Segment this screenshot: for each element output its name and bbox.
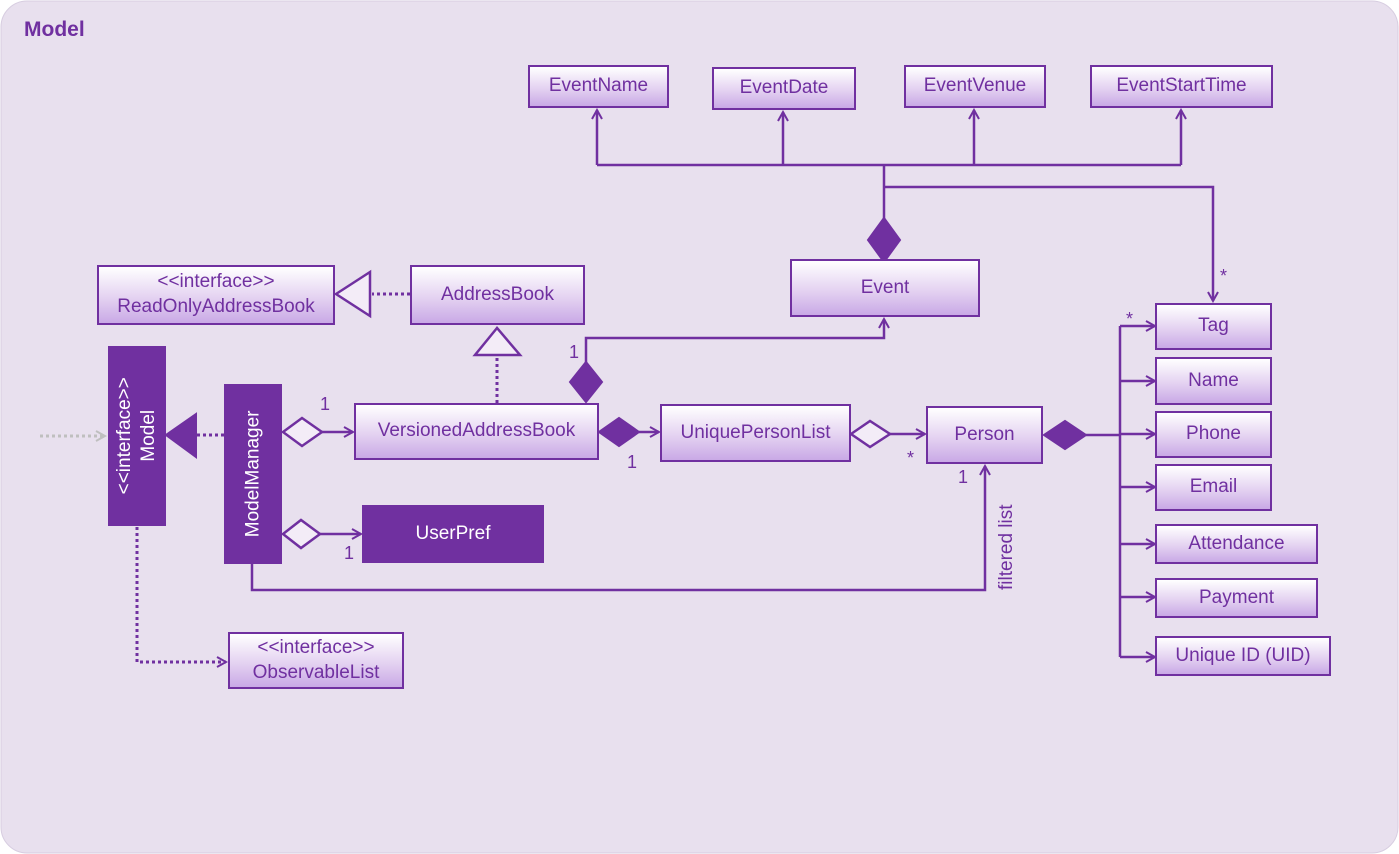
- class-address-book-label: AddressBook: [440, 283, 554, 305]
- class-payment-label: Payment: [1199, 586, 1274, 608]
- interface-model-name: Model: [138, 410, 160, 462]
- link-event-tag: [884, 185, 1213, 301]
- class-user-pref-label: UserPref: [415, 522, 491, 544]
- class-phone[interactable]: Phone: [1155, 411, 1272, 458]
- class-email[interactable]: Email: [1155, 464, 1272, 511]
- composition-diamond-vab-upl: [597, 416, 641, 448]
- interface-model-stereotype: <<interface>>: [114, 377, 136, 495]
- observable-list-stereotype: <<interface>>: [257, 636, 375, 658]
- class-model-manager-label: ModelManager: [242, 410, 264, 538]
- composition-diamond-person: [1042, 419, 1088, 451]
- class-uid[interactable]: Unique ID (UID): [1155, 636, 1331, 676]
- class-person-label: Person: [954, 423, 1015, 445]
- class-attendance[interactable]: Attendance: [1155, 524, 1318, 564]
- class-event-start-time[interactable]: EventStartTime: [1090, 65, 1273, 108]
- multiplicity-vab-upl: 1: [627, 452, 638, 472]
- aggregation-diamond-mm-userpref: [280, 518, 323, 550]
- class-user-pref[interactable]: UserPref: [362, 505, 544, 563]
- class-event-date-label: EventDate: [739, 77, 829, 99]
- class-event-date[interactable]: EventDate: [712, 67, 856, 110]
- multiplicity-person-tag: *: [1126, 309, 1134, 329]
- aggregation-diamond-mm-vab: [280, 416, 325, 448]
- multiplicity-upl-person: *: [907, 448, 915, 468]
- link-mm-person-filtered: [250, 466, 985, 592]
- multiplicity-mm-userpref: 1: [344, 543, 355, 563]
- multiplicity-vab-event: 1: [569, 342, 580, 362]
- read-only-address-book-name: ReadOnlyAddressBook: [117, 296, 315, 317]
- frame-title: Model: [24, 18, 85, 41]
- read-only-address-book-stereotype: <<interface>>: [157, 271, 275, 293]
- multiplicity-mm-person: 1: [958, 467, 969, 487]
- class-event-start-time-label: EventStartTime: [1116, 75, 1247, 97]
- class-name[interactable]: Name: [1155, 357, 1272, 405]
- class-event-name-label: EventName: [548, 75, 649, 97]
- multiplicity-event-tag: *: [1220, 266, 1228, 286]
- filtered-list-label: filtered list: [996, 504, 1017, 590]
- class-payment[interactable]: Payment: [1155, 578, 1318, 618]
- aggregation-diamond-upl-person: [848, 419, 893, 449]
- class-person[interactable]: Person: [926, 406, 1043, 464]
- class-address-book[interactable]: AddressBook: [410, 265, 585, 325]
- class-versioned-address-book[interactable]: VersionedAddressBook: [354, 403, 599, 460]
- realization-triangle-ab: [472, 326, 523, 357]
- class-event[interactable]: Event: [790, 259, 980, 317]
- class-unique-person-list[interactable]: UniquePersonList: [660, 404, 851, 462]
- interface-model[interactable]: <<interface>> Model: [108, 346, 166, 526]
- class-unique-person-list-label: UniquePersonList: [680, 421, 831, 443]
- class-attendance-label: Attendance: [1188, 532, 1285, 554]
- interface-observable-list[interactable]: <<interface>> ObservableList: [228, 632, 404, 689]
- composition-diamond-vab-event: [568, 360, 604, 404]
- class-model-manager[interactable]: ModelManager: [224, 384, 282, 564]
- class-phone-label: Phone: [1186, 423, 1241, 445]
- class-read-only-address-book[interactable]: <<interface>> ReadOnlyAddressBook: [97, 265, 335, 325]
- observable-list-name: ObservableList: [252, 661, 380, 683]
- class-uid-label: Unique ID (UID): [1175, 644, 1311, 666]
- link-vab-event: [584, 319, 884, 364]
- multiplicity-mm-vab: 1: [320, 394, 331, 414]
- realization-triangle-readonly: [333, 269, 372, 319]
- link-model-observable: [135, 527, 226, 662]
- class-event-name[interactable]: EventName: [528, 65, 669, 108]
- class-event-venue-label: EventVenue: [923, 75, 1027, 97]
- class-email-label: Email: [1189, 476, 1238, 498]
- class-name-label: Name: [1188, 369, 1239, 391]
- realization-triangle-model: [164, 412, 197, 459]
- class-tag-label: Tag: [1198, 315, 1229, 337]
- class-versioned-address-book-label: VersionedAddressBook: [377, 420, 576, 442]
- class-tag[interactable]: Tag: [1155, 303, 1272, 350]
- class-event-venue[interactable]: EventVenue: [904, 65, 1046, 108]
- class-event-label: Event: [860, 276, 910, 298]
